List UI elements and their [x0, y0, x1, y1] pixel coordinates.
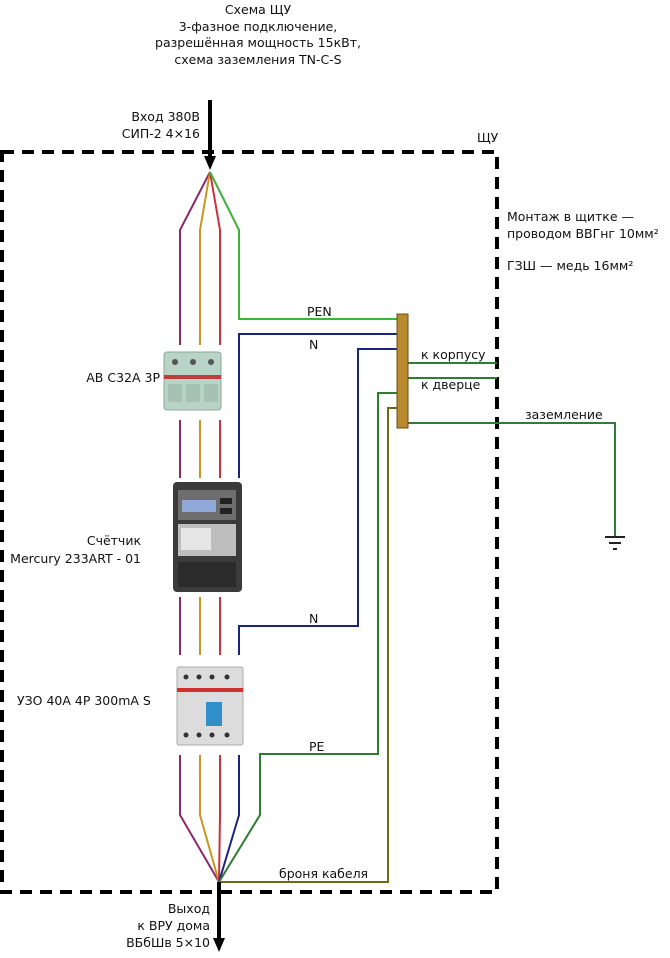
ground-label: заземление — [525, 407, 603, 422]
armor-label: броня кабеля — [279, 866, 368, 881]
breaker-label: АВ С32А 3Р — [86, 370, 160, 385]
note-mounting: Монтаж в щитке — — [507, 209, 634, 224]
phase-l2-wire — [199, 171, 220, 883]
circuit-breaker-image — [163, 351, 222, 411]
neutral-wire-in — [238, 333, 402, 478]
panel-border — [0, 150, 499, 894]
neutral-label: N — [309, 337, 318, 352]
to-body-label: к корпусу — [421, 347, 486, 362]
meter-label: Счётчик — [87, 533, 142, 548]
title-line: разрешённая мощность 15кВт, — [155, 35, 361, 50]
rcd-label: УЗО 40А 4Р 300mA S — [17, 693, 151, 708]
note-busbar: ГЗШ — медь 16мм² — [507, 258, 633, 273]
ground-busbar — [396, 313, 409, 429]
input-arrow-head — [204, 156, 216, 170]
ground-wire — [404, 422, 616, 537]
title-line: схема заземления TN-C-S — [174, 52, 341, 67]
pe-label: PE — [309, 739, 325, 754]
output-label: Выход — [168, 901, 210, 916]
input-cable-label: СИП-2 4×16 — [122, 126, 200, 141]
pen-label: PEN — [307, 304, 332, 319]
ground-icon — [605, 536, 625, 550]
note-wire: проводом ВВГнг 10мм² — [507, 226, 659, 241]
neutral-label: N — [309, 611, 318, 626]
neutral-wire-out — [218, 348, 402, 883]
output-destination-label: к ВРУ дома — [137, 918, 210, 933]
output-arrow-head — [213, 938, 225, 952]
phase-l3-wire — [209, 171, 221, 883]
rcd-image — [176, 666, 244, 746]
diagram-title: Схема ЩУ 3-фазное подключение, разрешённ… — [155, 2, 361, 67]
title-line: 3-фазное подключение, — [179, 19, 338, 34]
meter-model-label: Mercury 233ART - 01 — [10, 551, 141, 566]
to-door-label: к дверце — [421, 377, 481, 392]
title-line: Схема ЩУ — [225, 2, 292, 17]
panel-label: ЩУ — [477, 130, 499, 145]
pen-wire — [209, 171, 400, 320]
output-cable-label: ВБбШв 5×10 — [126, 935, 210, 950]
pe-wire — [218, 392, 404, 883]
input-label: Вход 380В — [131, 109, 200, 124]
electricity-meter-image — [173, 482, 242, 592]
phase-l1-wire — [179, 171, 220, 883]
armor-wire — [219, 407, 404, 883]
